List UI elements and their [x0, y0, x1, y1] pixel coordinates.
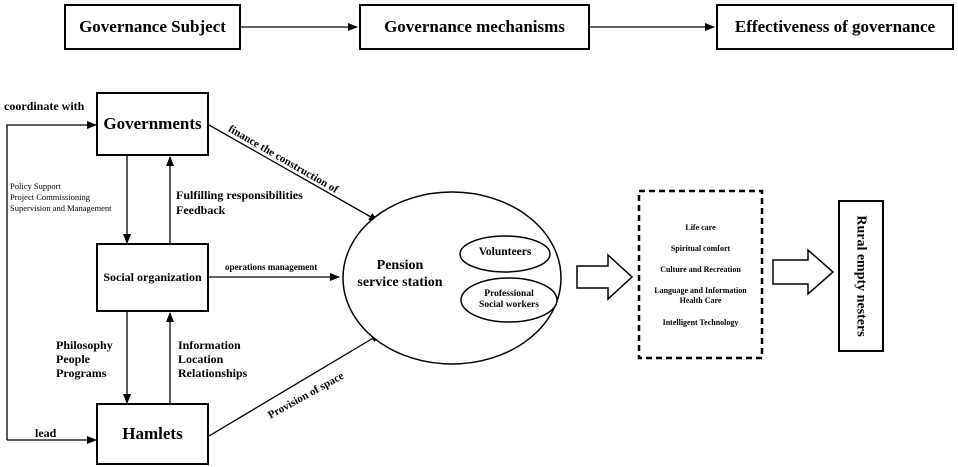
rural-empty-nesters-label: Rural empty nesters: [854, 215, 869, 337]
project-commissioning-label: Project Commissioning: [10, 192, 91, 202]
rural-empty-nesters-box: Rural empty nesters: [838, 200, 884, 352]
professional-shape: [460, 277, 558, 323]
relationships-label: Relationships: [178, 366, 248, 380]
arrow-hamlets-to-station: [208, 333, 381, 437]
effectiveness-label: Effectiveness of governance: [734, 17, 936, 36]
professional-label: Professional: [484, 289, 534, 299]
coordinate-with-label: coordinate with: [4, 99, 85, 113]
service-intelligent-technology: Intelligent Technology: [662, 318, 739, 327]
hollow-arrow-services-to-rural: [772, 248, 835, 296]
people-label: People: [56, 352, 90, 366]
operations-management-label: operations management: [225, 262, 318, 272]
pension-label: Pension: [376, 258, 424, 273]
governance-subject-box: Governance Subject: [64, 4, 241, 50]
policy-support-label: Policy Support: [10, 181, 61, 191]
service-culture-recreation: Culture and Recreation: [660, 265, 741, 274]
effectiveness-box: Effectiveness of governance: [716, 4, 954, 50]
governance-mechanisms-label: Governance mechanisms: [384, 17, 565, 36]
governments-box: Governments: [96, 92, 209, 156]
governance-subject-label: Governance Subject: [79, 17, 226, 36]
social-organization-label: Social organization: [103, 270, 202, 284]
programs-label: Programs: [56, 366, 107, 380]
service-language-information: Language and Information: [654, 286, 747, 295]
fulfilling-responsibilities-label: Fulfilling responsibilities: [176, 188, 303, 202]
information-label: Information: [178, 338, 241, 352]
volunteers-shape: [459, 235, 551, 273]
social-organization-box: Social organization: [96, 243, 209, 312]
supervision-management-label: Supervision and Management: [10, 203, 112, 213]
governments-label: Governments: [103, 114, 202, 133]
service-spiritual-comfort: Spiritual comfort: [670, 244, 731, 253]
philosophy-label: Philosophy: [56, 338, 113, 352]
service-health-care: Health Care: [679, 296, 722, 305]
service-station-label: service station: [357, 275, 443, 290]
volunteers-label: Volunteers: [478, 246, 532, 258]
arrow-gov-to-station: [208, 124, 379, 222]
feedback-label: Feedback: [176, 203, 226, 217]
hollow-arrow-station-to-services: [576, 253, 634, 301]
governance-mechanisms-box: Governance mechanisms: [359, 4, 590, 50]
hamlets-label: Hamlets: [122, 424, 183, 443]
service-life-care: Life care: [685, 223, 716, 232]
hamlets-box: Hamlets: [96, 403, 209, 465]
services-box: [637, 189, 764, 360]
social-workers-label: Social workers: [479, 300, 539, 310]
location-label: Location: [178, 352, 224, 366]
arrow-coordinate-loop: [6, 121, 97, 440]
lead-label: lead: [35, 426, 57, 440]
